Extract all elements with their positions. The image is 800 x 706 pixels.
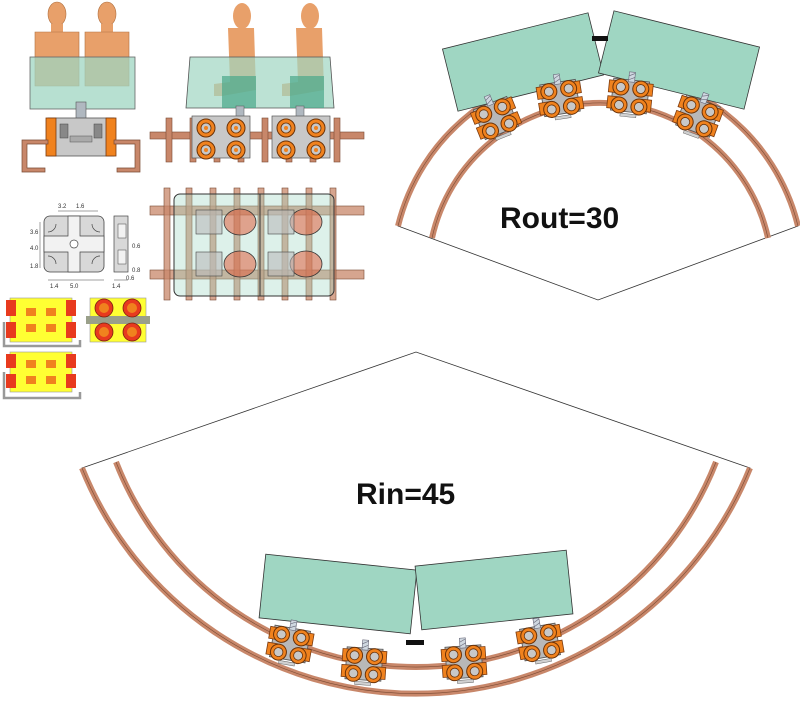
front-view	[21, 1, 141, 173]
dimension-drawing: 3.2 1.6 3.6 4.0 1.8 1.4 5.0 0.6 0.8 1.4 …	[30, 204, 141, 290]
rail-profile-left	[21, 139, 49, 173]
dim-side-bottom-b: 0.6	[126, 276, 135, 282]
dim-side-a: 0.6	[132, 244, 141, 250]
side-wheels	[191, 115, 331, 160]
bogie-front	[45, 117, 117, 157]
rail-profile-right	[113, 139, 141, 173]
rin-label: Rin=45	[356, 478, 455, 511]
side-view	[149, 3, 365, 163]
dim-side-b: 0.8	[132, 268, 141, 274]
car-body-front	[29, 56, 136, 110]
dim-side-bottom-a: 1.4	[112, 284, 121, 290]
outer-radius-diagram: Rout=30	[395, 10, 800, 301]
plan-view	[149, 187, 365, 301]
dim-top-a: 3.2	[58, 204, 67, 210]
dim-left-b: 4.0	[30, 246, 39, 252]
rout-label: Rout=30	[500, 202, 619, 235]
dim-bottom-b: 5.0	[70, 284, 79, 290]
coupled-cars-bottom	[258, 549, 574, 645]
dim-left-a: 3.6	[30, 230, 39, 236]
dim-bottom-a: 1.4	[50, 284, 59, 290]
coupled-cars-top	[442, 10, 760, 112]
highlight-bogies	[2, 297, 150, 400]
side-rail-top	[149, 131, 365, 140]
dim-top-b: 1.6	[76, 204, 85, 210]
dim-left-c: 1.8	[30, 264, 39, 270]
inner-radius-diagram: Rin=45	[79, 351, 753, 697]
